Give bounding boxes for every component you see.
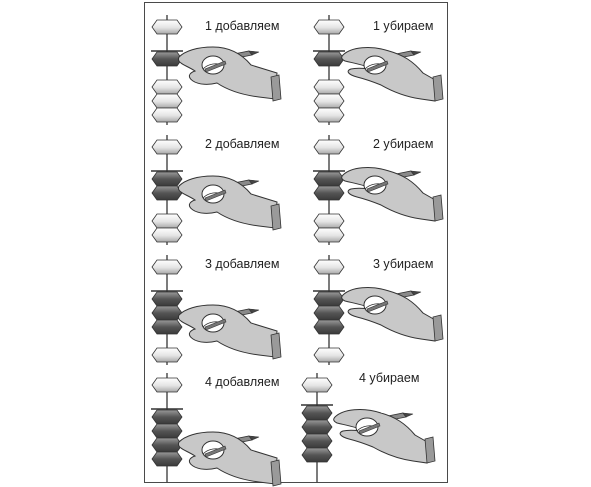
light-bead-icon: [313, 19, 345, 35]
dark-bead-icon: [301, 419, 333, 435]
light-bead-icon: [313, 213, 345, 229]
panel-caption: 4 добавляем: [205, 375, 280, 389]
abacus-illustration: [301, 373, 436, 483]
light-bead-icon: [151, 213, 183, 229]
dark-bead-icon: [301, 447, 333, 463]
light-bead-icon: [151, 227, 183, 243]
dark-bead-icon: [313, 185, 345, 201]
light-bead-icon: [313, 139, 345, 155]
dark-bead-icon: [151, 409, 183, 425]
panel-caption: 4 убираем: [359, 371, 420, 385]
hand-with-pencil-icon: [341, 47, 444, 102]
dark-bead-icon: [313, 319, 345, 335]
light-bead-icon: [313, 259, 345, 275]
hand-with-pencil-icon: [177, 304, 282, 360]
dark-bead-icon: [313, 305, 345, 321]
hand-with-pencil-icon: [177, 46, 282, 102]
panel-remove-4: 4 убираем: [297, 367, 449, 487]
panel-remove-2: 2 убираем: [297, 129, 449, 249]
light-bead-icon: [151, 347, 183, 363]
dark-bead-icon: [151, 171, 183, 187]
dark-bead-icon: [151, 51, 183, 67]
panel-caption: 2 добавляем: [205, 137, 280, 151]
panel-caption: 1 убираем: [373, 19, 434, 33]
panel-add-1: 1 добавляем: [145, 9, 297, 129]
abacus-illustration: [313, 255, 444, 365]
light-bead-icon: [151, 259, 183, 275]
light-bead-icon: [313, 347, 345, 363]
panel-remove-3: 3 убираем: [297, 249, 449, 369]
hand-with-pencil-icon: [177, 175, 282, 231]
abacus-illustration: [151, 135, 282, 245]
light-bead-icon: [151, 107, 183, 123]
dark-bead-icon: [151, 451, 183, 467]
dark-bead-icon: [301, 405, 333, 421]
dark-bead-icon: [301, 433, 333, 449]
panel-add-3: 3 добавляем: [145, 249, 297, 369]
dark-bead-icon: [151, 319, 183, 335]
abacus-illustration: [151, 15, 282, 125]
hand-with-pencil-icon: [333, 409, 436, 464]
dark-bead-icon: [313, 51, 345, 67]
dark-bead-icon: [151, 291, 183, 307]
light-bead-icon: [313, 227, 345, 243]
dark-bead-icon: [151, 185, 183, 201]
dark-bead-icon: [313, 291, 345, 307]
dark-bead-icon: [313, 171, 345, 187]
dark-bead-icon: [151, 305, 183, 321]
light-bead-icon: [151, 377, 183, 393]
light-bead-icon: [151, 139, 183, 155]
panel-caption: 3 добавляем: [205, 257, 280, 271]
panel-caption: 2 убираем: [373, 137, 434, 151]
diagram-frame: 1 добавляем 1 убираем 2 добавляем 2 убир…: [144, 2, 449, 487]
panel-add-2: 2 добавляем: [145, 129, 297, 249]
light-bead-icon: [151, 93, 183, 109]
abacus-illustration: [313, 135, 444, 245]
light-bead-icon: [151, 19, 183, 35]
hand-with-pencil-icon: [341, 287, 444, 342]
panel-remove-1: 1 убираем: [297, 9, 449, 129]
panel-caption: 1 добавляем: [205, 19, 280, 33]
abacus-illustration: [151, 255, 282, 365]
panel-add-4: 4 добавляем: [145, 367, 297, 487]
light-bead-icon: [313, 107, 345, 123]
panel-caption: 3 убираем: [373, 257, 434, 271]
light-bead-icon: [313, 93, 345, 109]
dark-bead-icon: [151, 437, 183, 453]
abacus-illustration: [313, 15, 444, 125]
hand-with-pencil-icon: [177, 431, 282, 487]
light-bead-icon: [151, 79, 183, 95]
hand-with-pencil-icon: [341, 167, 444, 222]
dark-bead-icon: [151, 423, 183, 439]
abacus-illustration: [151, 373, 282, 487]
light-bead-icon: [301, 377, 333, 393]
light-bead-icon: [313, 79, 345, 95]
